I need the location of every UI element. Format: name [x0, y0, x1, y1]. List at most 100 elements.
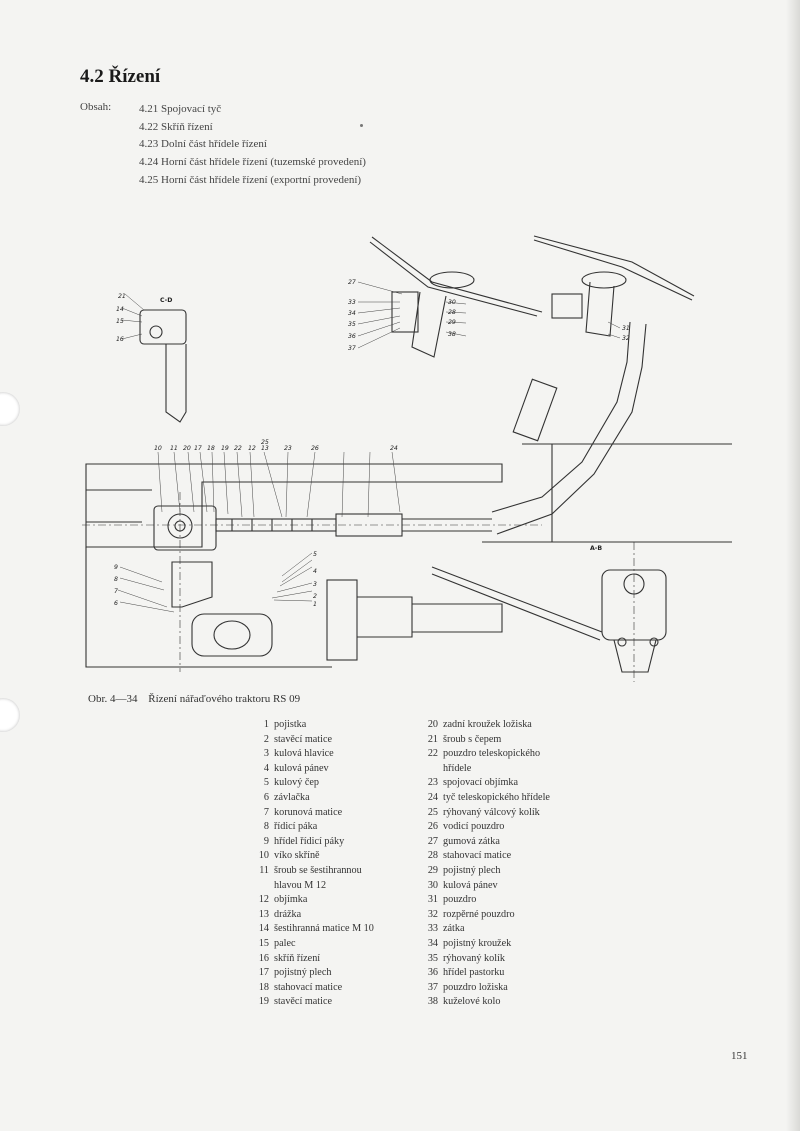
callout-30: 30 — [448, 299, 456, 306]
legend-item: 32 rozpěrné pouzdro — [417, 908, 597, 923]
callout-9: 9 — [114, 564, 118, 571]
callout-1: 1 — [313, 601, 317, 608]
legend-number: 22 — [427, 748, 438, 760]
legend-number: 33 — [427, 923, 438, 935]
legend-number: 34 — [427, 937, 438, 949]
legend-text: řídicí páka — [274, 821, 318, 833]
punch-hole — [0, 698, 20, 732]
legend-number: 19 — [258, 996, 269, 1008]
legend-item: 38 kuželové kolo — [417, 995, 597, 1010]
legend-number: 12 — [258, 894, 269, 906]
legend-text: spojovací objímka — [443, 777, 518, 789]
legend-number: 26 — [427, 821, 438, 833]
legend-text: palec — [274, 937, 296, 949]
contents-item: 4.23 Dolní část hřídele řízení — [139, 138, 267, 151]
callout-22: 22 — [234, 445, 242, 452]
legend-number: 30 — [427, 879, 438, 891]
legend-text: rozpěrné pouzdro — [443, 908, 515, 920]
punch-hole — [0, 392, 20, 426]
legend-number: 36 — [427, 967, 438, 979]
callout-8: 8 — [114, 576, 118, 583]
legend-text: pouzdro — [443, 894, 477, 906]
callout-16: 16 — [116, 336, 124, 343]
legend-item: 12 objímka — [248, 893, 423, 908]
legend-text: stavěcí matice — [274, 996, 332, 1008]
figure-title: Řízení nářaďového traktoru RS 09 — [148, 693, 301, 705]
contents-item: 4.22 Skříň řízení — [139, 120, 213, 133]
legend-text: šroub s čepem — [443, 733, 502, 745]
legend-number: 24 — [427, 791, 438, 803]
legend-number: 6 — [263, 791, 269, 803]
callout-numbers: 1 2 3 4 5 6 7 8 9 10 11 12 13 14 15 16 1… — [114, 279, 630, 608]
legend-number: 9 — [263, 835, 269, 847]
legend-number: 13 — [258, 908, 269, 920]
stray-mark — [360, 124, 363, 127]
legend-text: skříň řízení — [274, 952, 321, 964]
contents-list: 4.21 Spojovací tyč 4.22 Skříň řízení 4.2… — [139, 101, 366, 189]
legend-number: 3 — [263, 748, 269, 760]
callout-6: 6 — [114, 600, 118, 607]
legend-text: objímka — [274, 894, 308, 906]
callout-11: 11 — [170, 445, 178, 452]
contents-item: 4.25 Horní část hřídele řízení (exportní… — [139, 173, 362, 186]
legend-text: zadní kroužek ložiska — [443, 719, 532, 730]
legend-text: pouzdro ložiska — [443, 981, 508, 993]
section-label-cd: C-D — [160, 297, 172, 304]
callout-29: 29 — [448, 319, 456, 326]
legend-item: 7 korunová matice — [248, 806, 423, 821]
legend-number: 2 — [263, 733, 269, 745]
steering-drawing: C-D A-B 1 2 3 4 5 6 7 8 9 10 11 12 13 14… — [82, 235, 732, 682]
callout-28: 28 — [448, 309, 456, 316]
legend-number: 21 — [427, 733, 438, 745]
callout-19: 19 — [221, 445, 229, 452]
callout-31: 31 — [622, 325, 630, 332]
legend-text: víko skříně — [274, 850, 320, 862]
legend-number: 38 — [427, 996, 438, 1008]
callout-36: 36 — [348, 333, 356, 340]
legend-number: 7 — [263, 806, 269, 818]
legend-text: korunová matice — [274, 806, 343, 818]
callout-13: 13 — [261, 445, 269, 452]
callout-7: 7 — [114, 588, 118, 595]
legend-text: hřídel řídicí páky — [274, 835, 345, 847]
legend-text: kulová hlavice — [274, 748, 334, 760]
legend-text: pojistný plech — [443, 864, 501, 876]
legend-text: pojistný kroužek — [443, 937, 512, 949]
callout-15: 15 — [116, 318, 124, 325]
callout-4: 4 — [313, 568, 317, 575]
legend-text: kuželové kolo — [443, 996, 501, 1008]
legend-number: 32 — [427, 908, 438, 920]
legend-text: kulová pánev — [274, 762, 329, 774]
callout-26: 26 — [311, 445, 319, 452]
legend-text: pouzdro teleskopického hřídele — [443, 748, 541, 774]
legend-text: stavěcí matice — [274, 733, 332, 745]
legend-item: 9 hřídel řídicí páky — [248, 835, 423, 850]
callout-3: 3 — [313, 581, 317, 588]
legend-item: 19 stavěcí matice — [248, 995, 423, 1010]
callout-10: 10 — [154, 445, 162, 452]
callout-18: 18 — [207, 445, 215, 452]
legend-text: pojistný plech — [274, 967, 332, 979]
section-heading: 4.2 Řízení — [80, 66, 161, 87]
